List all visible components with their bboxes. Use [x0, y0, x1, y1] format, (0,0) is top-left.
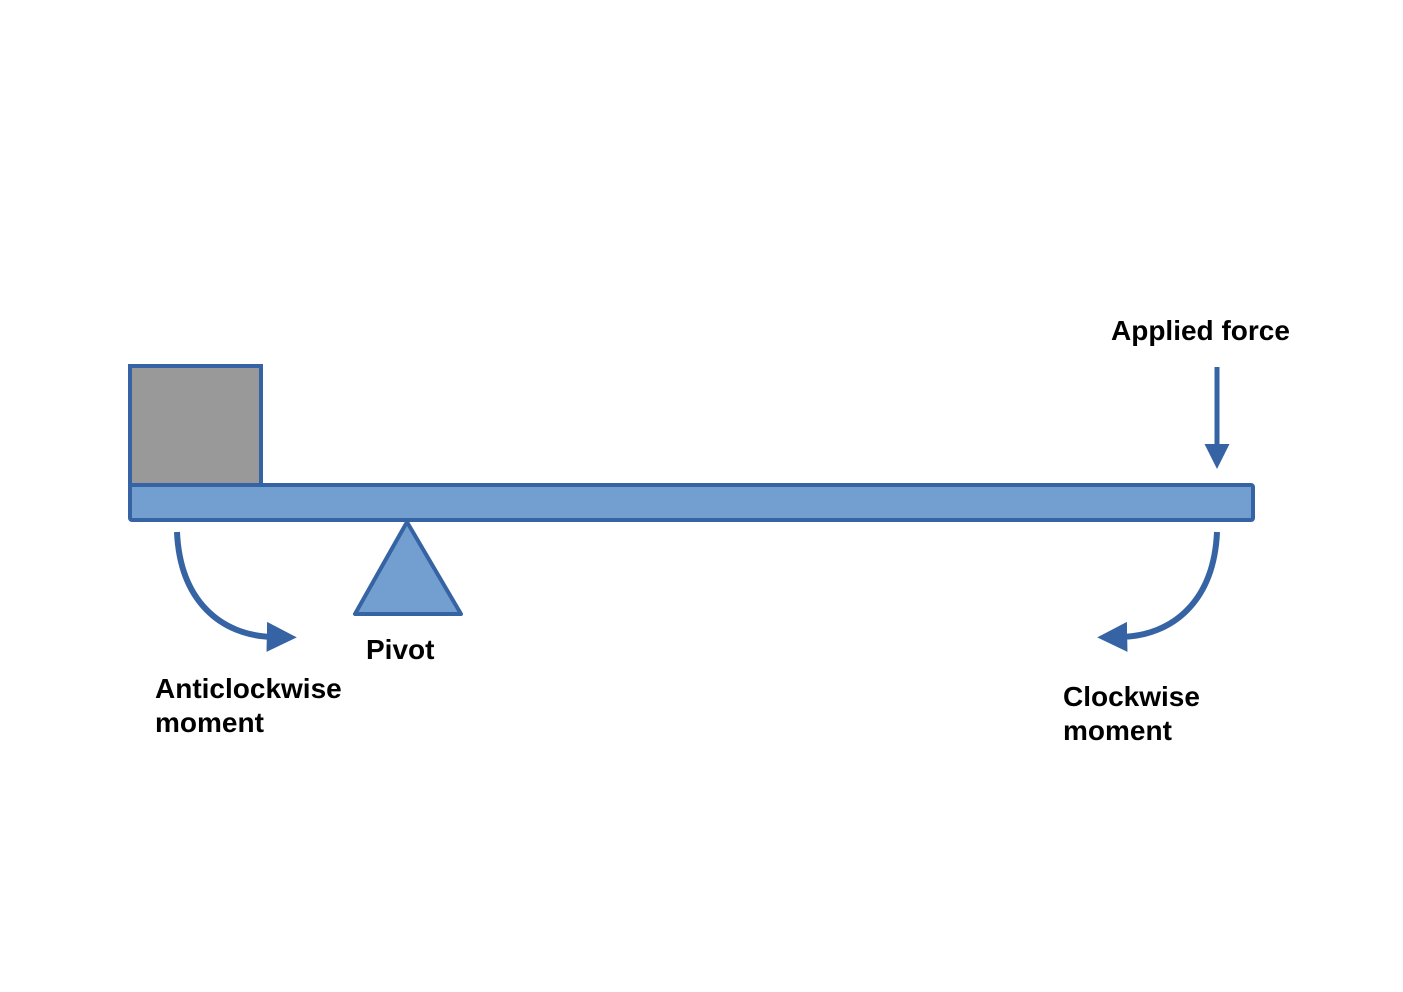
- anticlockwise-moment-label-line1: Anticlockwise: [155, 673, 342, 704]
- weight-block: [128, 364, 263, 487]
- applied-force-label: Applied force: [1111, 315, 1290, 346]
- pivot-triangle: [353, 520, 463, 616]
- clockwise-moment-arrow: [1097, 531, 1220, 652]
- clockwise-moment-label-line1: Clockwise: [1063, 681, 1200, 712]
- beam: [128, 483, 1255, 522]
- anticlockwise-moment-label-line2: moment: [155, 707, 264, 738]
- pivot-label: Pivot: [366, 634, 434, 665]
- clockwise-moment-label-line2: moment: [1063, 715, 1172, 746]
- anticlockwise-moment-arrow: [174, 531, 297, 652]
